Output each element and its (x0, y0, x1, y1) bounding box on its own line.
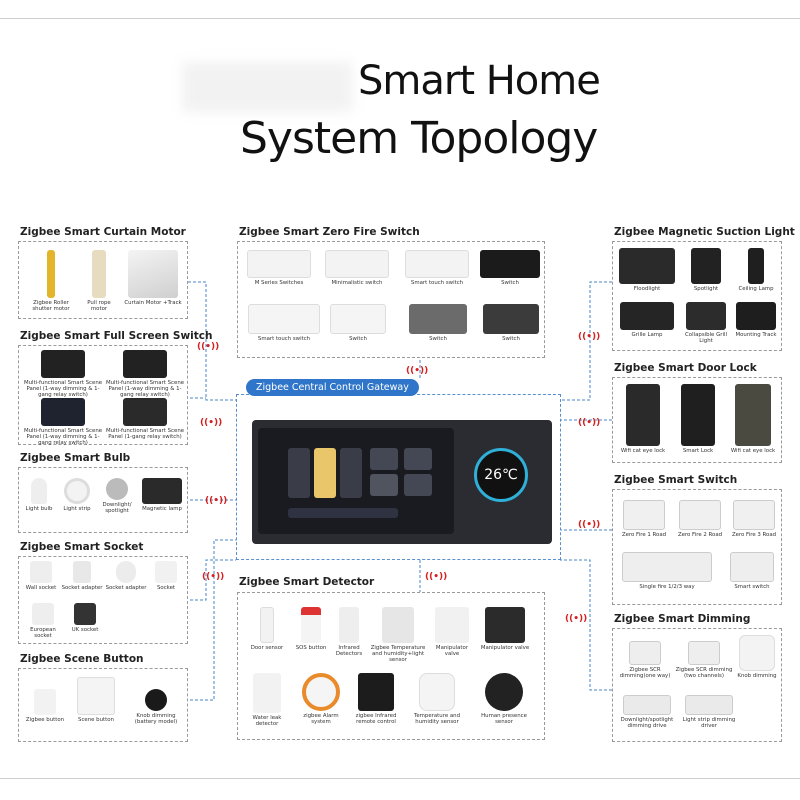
zerofire-item: Switch (480, 250, 540, 286)
magnetic-title: Zigbee Magnetic Suction Light (614, 226, 795, 238)
bulb-item: Magnetic lamp (139, 478, 185, 512)
switch-item: Single fire 1/2/3 way (619, 552, 715, 590)
scene-box: Zigbee button Scene button Knob dimming … (18, 668, 188, 742)
dimming-item: Zigbee SCR dimming (two channels) (675, 641, 733, 679)
switch-item: Smart switch (725, 552, 779, 590)
zerofire-item: Smart touch switch (244, 304, 324, 342)
signal-icon: ((•)) (578, 418, 601, 428)
switch-item: Zero Fire 1 Road (617, 500, 671, 538)
socket-item: Socket (147, 561, 185, 591)
signal-icon: ((•)) (565, 614, 588, 624)
title-line2: System Topology (240, 113, 598, 164)
dimming-box: Zigbee SCR dimming(one way) Zigbee SCR d… (612, 628, 782, 742)
magnetic-item: Spotlight (683, 248, 729, 292)
magnetic-item: Grille Lamp (617, 302, 677, 338)
dimming-item: Downlight/spotlight dimming drive (617, 695, 677, 729)
bulb-box: Light bulb Light strip Downlight/ spotli… (18, 467, 188, 533)
switch-box: Zero Fire 1 Road Zero Fire 2 Road Zero F… (612, 489, 782, 605)
fullscreen-item: Multi-functional Smart Scene Panel (1-wa… (23, 350, 103, 398)
socket-item: Wall socket (21, 561, 61, 591)
detector-item: Temperature and humidity sensor (406, 673, 468, 725)
doorlock-box: Wifi cat eye lock Smart Lock Wifi cat ey… (612, 377, 782, 463)
detector-item: zigbee Infrared remote control (350, 673, 402, 725)
socket-item: Socket adapter (61, 561, 103, 591)
doorlock-item: Smart Lock (673, 384, 723, 454)
scene-item: Knob dimming (battery model) (127, 689, 185, 725)
doorlock-title: Zigbee Smart Door Lock (614, 362, 757, 374)
detector-item: Human presence sensor (474, 673, 534, 725)
fullscreen-title: Zigbee Smart Full Screen Switch (20, 330, 213, 342)
blurred-overlay (182, 62, 352, 112)
detector-item: Manipulator valve (478, 607, 532, 651)
detector-item: Zigbee Temperature and humidity+light se… (366, 607, 430, 663)
doorlock-item: Wifi cat eye lock (727, 384, 779, 454)
doorlock-item: Wifi cat eye lock (617, 384, 669, 454)
socket-box: Wall socket Socket adapter Socket adapte… (18, 556, 188, 644)
bottom-divider (0, 778, 800, 779)
dimming-title: Zigbee Smart Dimming (614, 613, 751, 625)
switch-item: Zero Fire 3 Road (727, 500, 781, 538)
fullscreen-item: Multi-functional Smart Scene Panel (1-ga… (105, 398, 185, 440)
socket-title: Zigbee Smart Socket (20, 541, 144, 553)
socket-item: European socket (21, 603, 65, 639)
signal-icon: ((•)) (425, 572, 448, 582)
scene-item: Zigbee button (23, 689, 67, 723)
curtain-item: Curtain Motor +Track (123, 250, 183, 306)
magnetic-item: Mounting Track (733, 302, 779, 338)
switch-item: Zero Fire 2 Road (673, 500, 727, 538)
detector-item: Infrared Detectors (332, 607, 366, 657)
zerofire-box: M Series Switches Minimalistic switch Sm… (237, 241, 545, 358)
zerofire-item: Minimalistic switch (322, 250, 392, 286)
detector-item: Water leak detector (244, 673, 290, 727)
zerofire-item: Smart touch switch (402, 250, 472, 286)
gateway-label: Zigbee Central Control Gateway (246, 379, 419, 396)
detector-item: Manipulator valve (430, 607, 474, 657)
switch-title: Zigbee Smart Switch (614, 474, 738, 486)
signal-icon: ((•)) (197, 342, 220, 352)
gateway-panel: 26℃ (252, 420, 552, 544)
bulb-item: Light strip (57, 478, 97, 512)
zerofire-item: Switch (408, 304, 468, 342)
signal-icon: ((•)) (406, 366, 429, 376)
curtain-item: Zigbee Roller shutter motor (27, 250, 75, 312)
detector-item: zigbee Alarm system (294, 673, 348, 725)
bulb-title: Zigbee Smart Bulb (20, 452, 131, 464)
fullscreen-item: Multi-functional Smart Scene Panel (1-wa… (105, 350, 185, 398)
fullscreen-box: Multi-functional Smart Scene Panel (1-wa… (18, 345, 188, 446)
zerofire-item: Switch (482, 304, 540, 342)
magnetic-box: Floodlight Spotlight Ceiling Lamp Grille… (612, 241, 782, 351)
zerofire-item: M Series Switches (244, 250, 314, 286)
magnetic-item: Ceiling Lamp (733, 248, 779, 292)
signal-icon: ((•)) (202, 572, 225, 582)
top-divider (0, 18, 800, 19)
gateway-screen (258, 428, 454, 534)
dimming-item: Knob dimming (735, 635, 779, 679)
fullscreen-item: Multi-functional Smart Scene Panel (1-wa… (23, 398, 103, 446)
zerofire-title: Zigbee Smart Zero Fire Switch (239, 226, 420, 238)
detector-item: Door sensor (244, 607, 290, 651)
signal-icon: ((•)) (205, 496, 228, 506)
socket-item: UK socket (65, 603, 105, 633)
thermostat-dial: 26℃ (474, 448, 528, 502)
curtain-box: Zigbee Roller shutter motor Pull rope mo… (18, 241, 188, 319)
magnetic-item: Floodlight (617, 248, 677, 292)
bulb-item: Downlight/ spotlight (97, 478, 137, 514)
detector-title: Zigbee Smart Detector (239, 576, 375, 588)
curtain-title: Zigbee Smart Curtain Motor (20, 226, 186, 238)
zerofire-item: Switch (328, 304, 388, 342)
signal-icon: ((•)) (578, 520, 601, 530)
scene-title: Zigbee Scene Button (20, 653, 144, 665)
socket-item: Socket adapter (105, 561, 147, 591)
signal-icon: ((•)) (200, 418, 223, 428)
signal-icon: ((•)) (578, 332, 601, 342)
magnetic-item: Collapsible Grill Light (683, 302, 729, 344)
title-line1: Smart Home (358, 58, 601, 104)
detector-box: Door sensor SOS button Infrared Detector… (237, 592, 545, 740)
scene-item: Scene button (71, 677, 121, 723)
curtain-item: Pull rope motor (79, 250, 119, 312)
bulb-item: Light bulb (21, 478, 57, 512)
detector-item: SOS button (290, 607, 332, 651)
dimming-item: Zigbee SCR dimming(one way) (617, 641, 673, 679)
dimming-item: Light strip dimming driver (679, 695, 739, 729)
